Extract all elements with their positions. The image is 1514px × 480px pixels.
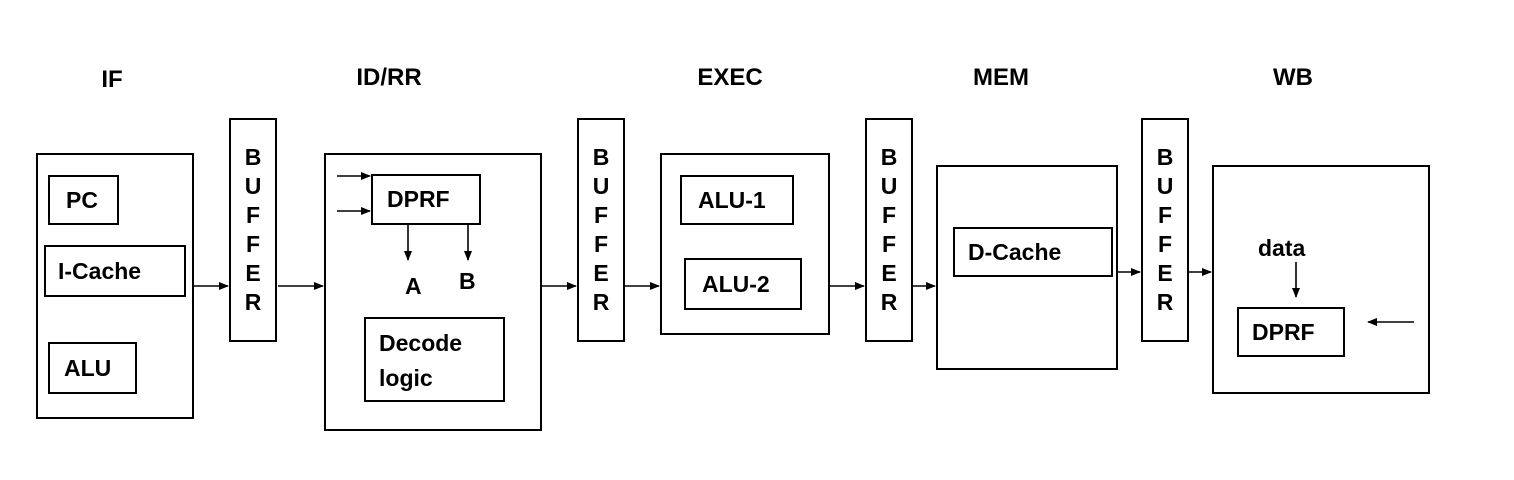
decode-logic-unit: Decode logic [364,317,505,402]
buffer-letter: U [244,173,262,199]
buffer-letter: F [245,202,261,228]
dprf-write-unit: DPRF [1237,307,1345,357]
buffer-letter: F [1157,231,1173,257]
alu-2-unit: ALU-2 [684,258,802,310]
writeback-data-label: data [1258,235,1306,261]
buffer-letter: F [593,202,609,228]
buffer-letter: F [593,231,609,257]
buffer-letter: B [244,144,262,170]
dprf-read-unit: DPRF [371,174,481,225]
operand-b-label: B [459,268,476,294]
buffer-letter: B [1156,144,1174,170]
buffer-letter: R [592,289,610,315]
buffer-letter: B [592,144,610,170]
buffer-letter: F [881,202,897,228]
buffer-letter: R [1156,289,1174,315]
buffer-letter: E [881,260,897,286]
pipeline-buffer-exec-mem: B U F F E R [865,118,913,342]
buffer-letter: R [244,289,262,315]
buffer-letter: F [881,231,897,257]
buffer-letter: E [1157,260,1173,286]
stage-title-mem: MEM [973,64,1029,91]
buffer-letter: R [880,289,898,315]
buffer-letter: B [880,144,898,170]
alu-unit: ALU [48,342,137,394]
icache-unit: I-Cache [44,245,186,297]
buffer-letter: E [245,260,261,286]
dcache-unit: D-Cache [953,227,1113,277]
buffer-letter: U [880,173,898,199]
buffer-letter: F [245,231,261,257]
pipeline-buffer-id-exec: B U F F E R [577,118,625,342]
decode-logic-label-line2: logic [379,365,433,391]
decode-logic-label-line1: Decode [379,330,463,356]
stage-title-if: IF [101,66,123,93]
buffer-letter: U [592,173,610,199]
stage-title-id-rr: ID/RR [356,64,422,91]
buffer-letter: U [1156,173,1174,199]
buffer-letter: E [593,260,609,286]
pipeline-buffer-mem-wb: B U F F E R [1141,118,1189,342]
operand-a-label: A [405,273,422,299]
stage-title-wb: WB [1273,64,1313,91]
buffer-letter: F [1157,202,1173,228]
pipeline-buffer-if-id: B U F F E R [229,118,277,342]
alu-1-unit: ALU-1 [680,175,794,225]
stage-title-exec: EXEC [697,64,763,91]
pc-unit: PC [48,175,119,225]
